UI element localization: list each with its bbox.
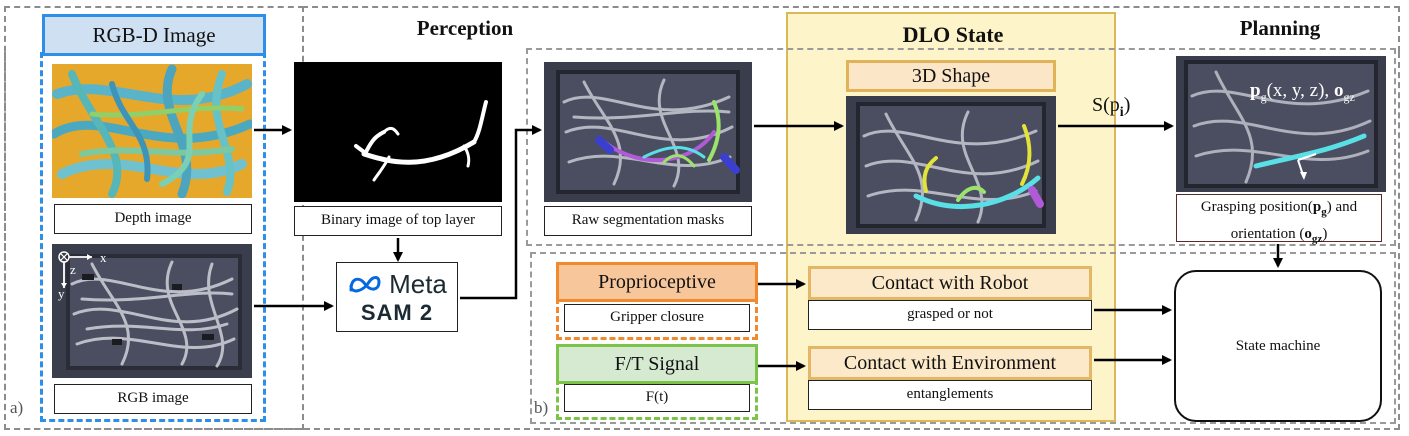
planning-caption: Grasping position(pg) and orientation (o… [1176, 194, 1382, 245]
rgbd-title: RGB-D Image [42, 14, 266, 56]
perception-top-frame [302, 6, 1400, 52]
planning-image [1176, 56, 1386, 192]
rgb-image [52, 244, 252, 378]
heading-perception: Perception [416, 16, 514, 40]
proprioceptive-title: Proprioceptive [556, 262, 758, 302]
sam2-model-text: SAM 2 [360, 299, 434, 325]
axis-y-label: y [58, 286, 65, 301]
sam2-logo-box: Meta SAM 2 [336, 262, 458, 332]
heading-planning: Planning [1239, 16, 1321, 40]
raw-masks-caption: Raw segmentation masks [544, 206, 752, 236]
proprioceptive-sub: Gripper closure [564, 304, 750, 332]
raw-masks-image [544, 62, 752, 202]
shape3d-image [846, 96, 1056, 234]
rgb-axes-icon [58, 251, 92, 288]
axis-x-label: x [100, 250, 107, 265]
state-machine-node: State machine [1174, 270, 1382, 422]
meta-brand-text: Meta [389, 268, 447, 299]
panel-label-b: b) [534, 398, 549, 417]
contact-robot-title: Contact with Robot [808, 266, 1092, 300]
contact-env-sub: entanglements [808, 380, 1092, 410]
ft-title: F/T Signal [556, 344, 758, 384]
meta-infinity-icon [349, 276, 381, 293]
outer-frame [4, 52, 1400, 430]
panel-b-frame [530, 252, 1396, 424]
depth-caption: Depth image [54, 204, 252, 234]
ft-sub: F(t) [564, 384, 750, 412]
rgb-caption: RGB image [54, 384, 252, 414]
heading-dlo-state: DLO State [902, 22, 1004, 47]
binary-image [294, 62, 502, 202]
contact-robot-sub: grasped or not [808, 300, 1092, 330]
planning-overlay-label: pg(x, y, z), ogz [1250, 80, 1355, 104]
axis-z-label: z [70, 262, 76, 277]
shape-edge-label: S(pi) [1092, 94, 1131, 120]
depth-image [52, 64, 252, 198]
contact-env-title: Contact with Environment [808, 346, 1092, 380]
binary-caption: Binary image of top layer [294, 206, 502, 236]
panel-label-a: a) [10, 398, 24, 417]
shape3d-title: 3D Shape [846, 60, 1056, 92]
